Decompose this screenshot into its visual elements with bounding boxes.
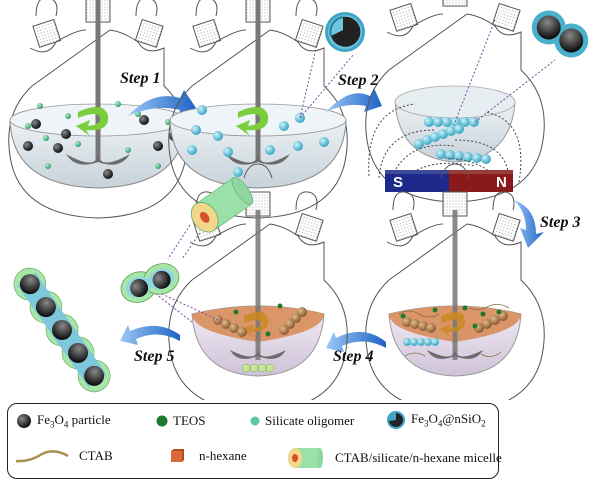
legend-label: CTAB/silicate/n-hexane micelle [335,450,502,465]
rotation-arrow-icon [76,106,109,136]
magnet-north-label: N [496,174,507,191]
rotation-arrow-icon [236,106,269,136]
magnet-south-label: S [393,174,403,191]
ctab-strands [398,304,510,357]
core-shell-particle-icon [387,411,405,429]
particle-chains [414,117,491,164]
step-1-label: Step 1 [120,70,161,87]
legend-item-core-shell: Fe3O4@nSiO2 [386,410,486,430]
teos-icon [156,415,168,427]
legend-label: n-hexane [199,448,247,463]
step-2-arrow [326,88,382,112]
flask-4 [365,163,545,413]
magnet: S N [385,170,513,192]
legend-label: CTAB [79,448,113,463]
step-3-arrow [514,200,544,248]
step-5-arrow [120,325,180,345]
legend-item-hexane: n-hexane [170,448,247,464]
mesoporous-dimer [120,263,180,303]
legend-item-ctab: CTAB [14,448,113,464]
rotation-arrow-icon [242,311,269,337]
flask-2 [168,0,355,219]
final-chain-product [13,267,111,393]
fe3o4-particles [23,115,179,179]
flask-3 [365,0,556,203]
teos-particles [25,101,181,169]
step-4-arrow [326,331,386,352]
hexane-cube-icon [171,449,184,462]
fe3o4-particle-icon [17,413,31,428]
legend-label: Silicate oligomer [265,413,355,428]
dimer-zoom [531,10,589,58]
flask-1 [8,0,188,219]
ctab-icon [15,450,69,463]
diagram-canvas: S N [8,0,589,413]
step-5-label: Step 5 [134,348,175,365]
flask-5 [137,163,348,413]
step-2-label: Step 2 [338,72,379,89]
legend-item-silicate: Silicate oligomer [250,413,354,429]
step-4-label: Step 4 [333,348,374,365]
legend-label: Fe3O4@nSiO2 [411,411,486,429]
micelle-zoom [167,177,254,260]
legend-label: Fe3O4 particle [37,412,111,430]
core-shell-particles [187,105,329,177]
silicate-oligomer-icon [250,416,260,426]
stir-blade [66,152,130,165]
rotation-arrow-icon [439,311,466,337]
synthesis-diagram: S N [8,0,589,413]
legend-item-micelle: CTAB/silicate/n-hexane micelle [286,444,502,472]
step-1-arrow [128,90,196,116]
core-shell-zoom [325,12,365,52]
legend: Fe3O4 particle TEOS Silicate oligomer Fe… [7,403,502,479]
stir-rod [95,0,101,160]
teos-particles [400,305,502,329]
legend-label: TEOS [173,413,206,428]
magnet-north-pole [449,170,513,192]
micelle-icon [288,448,323,468]
legend-item-teos: TEOS [156,413,206,429]
step-3-label: Step 3 [540,214,581,231]
magnet-south-pole [385,170,449,192]
legend-item-fe3o4: Fe3O4 particle [16,412,111,430]
